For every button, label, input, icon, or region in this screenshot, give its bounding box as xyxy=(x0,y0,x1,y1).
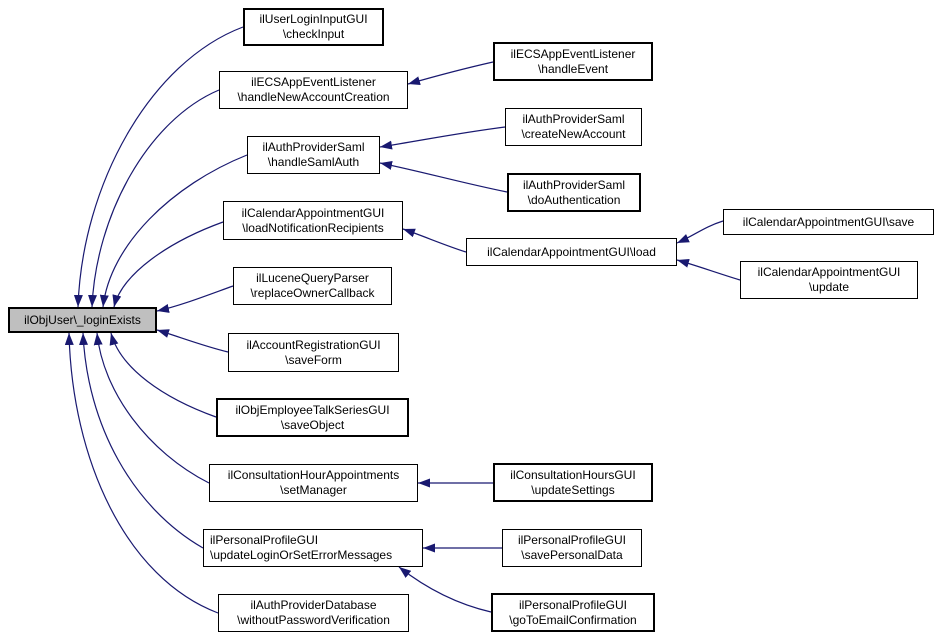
node-label-line: ilAuthProviderDatabase xyxy=(250,598,377,612)
node-label-line: ilConsultationHoursGUI xyxy=(510,467,636,482)
edge-save-object-to-central xyxy=(109,332,217,418)
node-label-line: ilAccountRegistrationGUI xyxy=(246,337,381,352)
node-label-line: \saveObject xyxy=(280,417,345,432)
graph-node-update[interactable]: ilCalendarAppointmentGUI\update xyxy=(740,261,918,299)
edge-load-to-load-notification-recipients xyxy=(402,228,467,253)
edge-replace-owner-callback-to-central xyxy=(156,285,234,313)
node-label-line: ilConsultationHourAppointments xyxy=(227,468,400,482)
graph-node-handle-saml-auth[interactable]: ilAuthProviderSaml\handleSamlAuth xyxy=(247,136,380,174)
edge-check-input-to-central xyxy=(73,26,244,308)
node-label-line: \goToEmailConfirmation xyxy=(509,612,637,627)
node-label-line: \createNewAccount xyxy=(521,127,626,141)
graph-node-handle-new-account-creation[interactable]: ilECSAppEventListener\handleNewAccountCr… xyxy=(219,71,408,109)
node-label-line: ilObjUser\_loginExists xyxy=(24,312,141,327)
edge-set-manager-to-central xyxy=(93,332,210,484)
graph-node-create-new-account[interactable]: ilAuthProviderSaml\createNewAccount xyxy=(505,108,642,146)
graph-node-check-input[interactable]: ilUserLoginInputGUI\checkInput xyxy=(243,8,384,46)
node-label-line: ilAuthProviderSaml xyxy=(522,177,626,192)
node-label-line: \replaceOwnerCallback xyxy=(250,286,375,300)
node-label-line: ilCalendarAppointmentGUI\load xyxy=(487,244,656,259)
edge-handle-saml-auth-to-central xyxy=(99,154,248,308)
graph-node-handle-event[interactable]: ilECSAppEventListener\handleEvent xyxy=(493,42,653,81)
node-label-line: \saveForm xyxy=(285,352,342,367)
graph-node-set-manager[interactable]: ilConsultationHourAppointments\setManage… xyxy=(209,464,418,502)
edge-handle-event-to-handle-new-account-creation xyxy=(407,61,494,86)
edge-load-notification-recipients-to-central xyxy=(112,221,224,308)
graph-node-update-settings[interactable]: ilConsultationHoursGUI\updateSettings xyxy=(493,463,653,502)
node-label-line: \handleEvent xyxy=(537,61,609,76)
node-label-line: \updateLoginOrSetErrorMessages xyxy=(210,548,393,562)
graph-node-save[interactable]: ilCalendarAppointmentGUI\save xyxy=(723,209,934,235)
node-label-line: ilECSAppEventListener xyxy=(510,46,636,61)
node-label-line: \setManager xyxy=(280,483,347,497)
node-label-line: ilAuthProviderSaml xyxy=(262,140,365,154)
graph-node-central[interactable]: ilObjUser\_loginExists xyxy=(8,307,157,333)
node-label-line: ilECSAppEventListener xyxy=(251,75,376,89)
node-label-line: ilAuthProviderSaml xyxy=(522,112,625,126)
node-label-line: ilCalendarAppointmentGUI xyxy=(241,205,385,220)
graph-node-go-to-email-confirmation[interactable]: ilPersonalProfileGUI\goToEmailConfirmati… xyxy=(491,593,655,632)
node-label-line: \handleNewAccountCreation xyxy=(237,90,390,104)
graph-node-load-notification-recipients[interactable]: ilCalendarAppointmentGUI\loadNotificatio… xyxy=(223,201,403,240)
edge-update-to-load xyxy=(676,258,741,281)
node-label-line: ilObjEmployeeTalkSeriesGUI xyxy=(235,402,390,417)
edge-save-form-to-central xyxy=(156,329,229,353)
node-label-line: \update xyxy=(808,280,850,294)
edge-create-new-account-to-handle-saml-auth xyxy=(379,126,506,150)
node-label-line: ilPersonalProfileGUI xyxy=(210,533,319,547)
node-label-line: \withoutPasswordVerification xyxy=(237,613,390,627)
node-label-line: ilPersonalProfileGUI xyxy=(518,597,628,612)
edge-save-to-load xyxy=(676,220,724,244)
graph-node-update-login-or-set-error-messages[interactable]: ilPersonalProfileGUI\updateLoginOrSetErr… xyxy=(203,529,423,567)
node-label-line: \loadNotificationRecipients xyxy=(242,220,384,235)
edge-without-password-verification-to-central xyxy=(64,332,219,614)
edge-update-login-or-set-error-messages-to-central xyxy=(79,332,204,549)
node-label-line: ilPersonalProfileGUI xyxy=(517,533,627,547)
graph-node-load[interactable]: ilCalendarAppointmentGUI\load xyxy=(466,238,677,266)
graph-node-without-password-verification[interactable]: ilAuthProviderDatabase\withoutPasswordVe… xyxy=(218,594,409,632)
graph-node-save-form[interactable]: ilAccountRegistrationGUI\saveForm xyxy=(228,333,399,372)
edge-handle-new-account-creation-to-central xyxy=(88,89,220,308)
edge-go-to-email-confirmation-to-update-login-or-set-error-messages xyxy=(398,566,492,613)
node-label-line: \updateSettings xyxy=(531,482,615,497)
node-label-line: \handleSamlAuth xyxy=(267,155,360,169)
graph-node-save-object[interactable]: ilObjEmployeeTalkSeriesGUI\saveObject xyxy=(216,398,409,437)
node-label-line: ilLuceneQueryParser xyxy=(256,271,369,285)
node-label-line: \savePersonalData xyxy=(521,548,623,562)
node-label-line: ilUserLoginInputGUI xyxy=(259,12,368,26)
node-label-line: \checkInput xyxy=(282,27,345,41)
node-label-line: ilCalendarAppointmentGUI xyxy=(757,265,901,279)
graph-node-save-personal-data[interactable]: ilPersonalProfileGUI\savePersonalData xyxy=(502,529,642,567)
node-label-line: \doAuthentication xyxy=(527,192,621,207)
graph-node-replace-owner-callback[interactable]: ilLuceneQueryParser\replaceOwnerCallback xyxy=(233,267,392,305)
node-label-line: ilCalendarAppointmentGUI\save xyxy=(742,214,915,229)
graph-node-do-authentication[interactable]: ilAuthProviderSaml\doAuthentication xyxy=(507,173,641,212)
edge-do-authentication-to-handle-saml-auth xyxy=(379,160,508,193)
